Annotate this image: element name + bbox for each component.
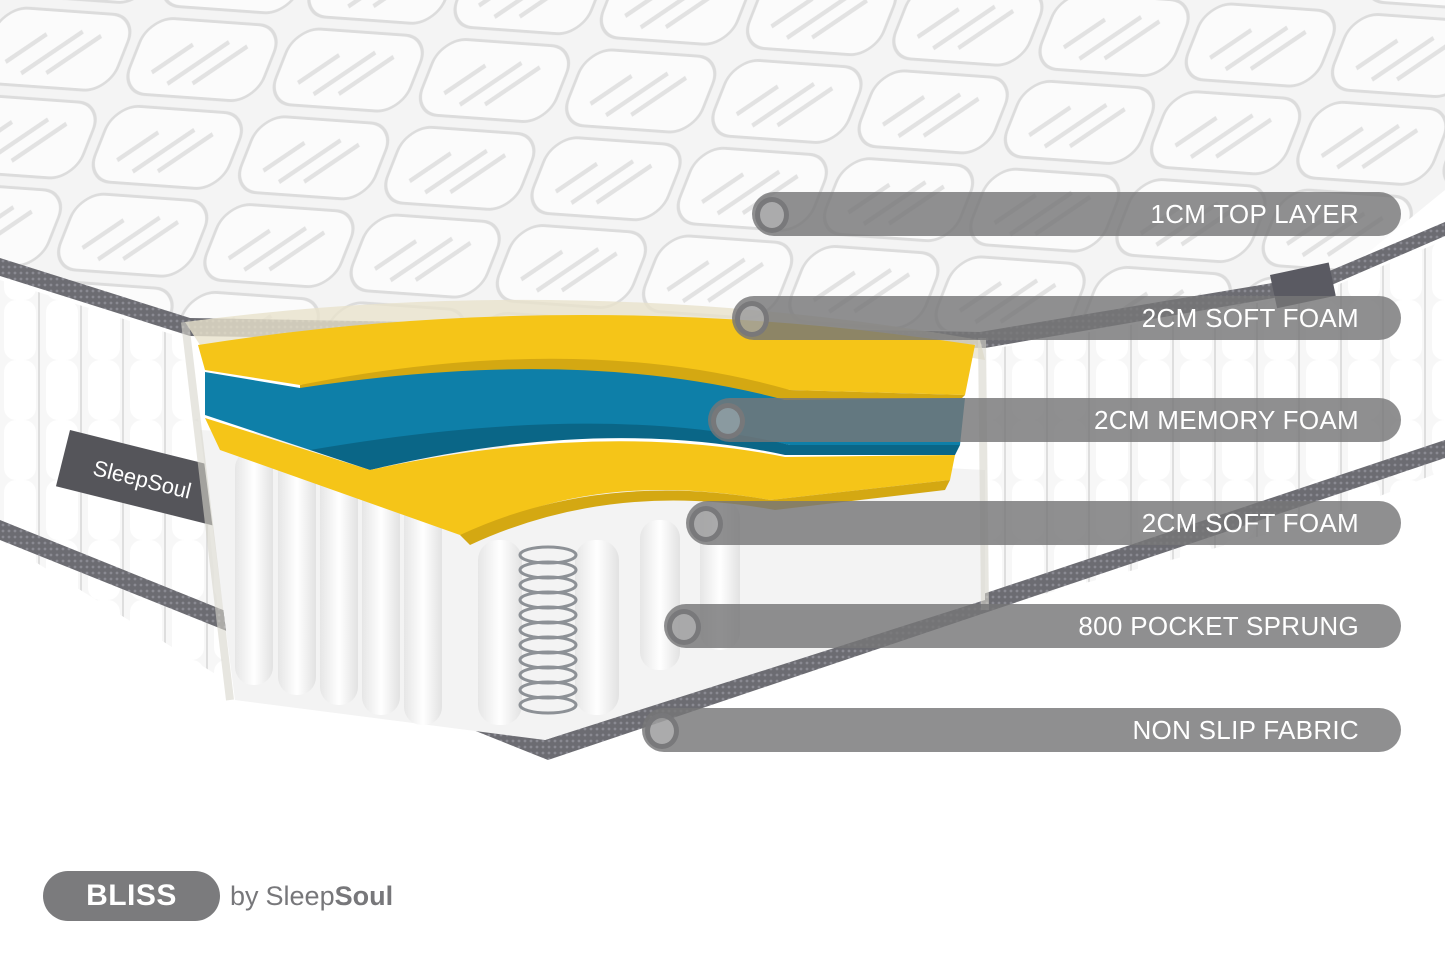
callout-soft-foam-bottom: 2CM SOFT FOAM — [686, 501, 1401, 545]
callout-label: 2CM MEMORY FOAM — [1093, 404, 1359, 435]
callout-label: NON SLIP FABRIC — [1132, 714, 1359, 745]
brand-logo: BLISS by Sleep Soul — [43, 871, 393, 921]
pointer-ring-icon — [667, 609, 701, 645]
by-text: by — [230, 880, 259, 911]
product-name-badge: BLISS — [43, 871, 220, 921]
spring-coil-icon — [518, 545, 578, 715]
callout-label: 800 POCKET SPRUNG — [1078, 610, 1359, 641]
callout-label: 2CM SOFT FOAM — [1141, 302, 1359, 333]
pointer-ring-icon — [689, 506, 723, 542]
callout-soft-foam-top: 2CM SOFT FOAM — [732, 296, 1401, 340]
pocket-springs — [235, 450, 740, 725]
callout-top-layer: 1CM TOP LAYER — [752, 192, 1401, 236]
pointer-ring-icon — [755, 197, 789, 233]
brand-byline: by Sleep Soul — [230, 881, 393, 912]
quilted-top-surface — [0, 0, 1445, 330]
pointer-ring-icon — [711, 403, 745, 439]
pointer-ring-icon — [735, 301, 769, 337]
callout-label: 1CM TOP LAYER — [1150, 198, 1359, 229]
callout-label: 2CM SOFT FOAM — [1141, 507, 1359, 538]
brand-name-bold: Soul — [334, 880, 394, 911]
callout-memory-foam: 2CM MEMORY FOAM — [708, 398, 1401, 442]
brand-name-light: Sleep — [265, 880, 335, 911]
callout-non-slip-fabric: NON SLIP FABRIC — [642, 708, 1401, 752]
sleepsoul-label-tag: SleepSoul — [55, 430, 231, 527]
foam-layer-soft-bottom — [205, 418, 955, 535]
pointer-ring-icon — [645, 713, 679, 749]
callout-pocket-sprung: 800 POCKET SPRUNG — [664, 604, 1401, 648]
